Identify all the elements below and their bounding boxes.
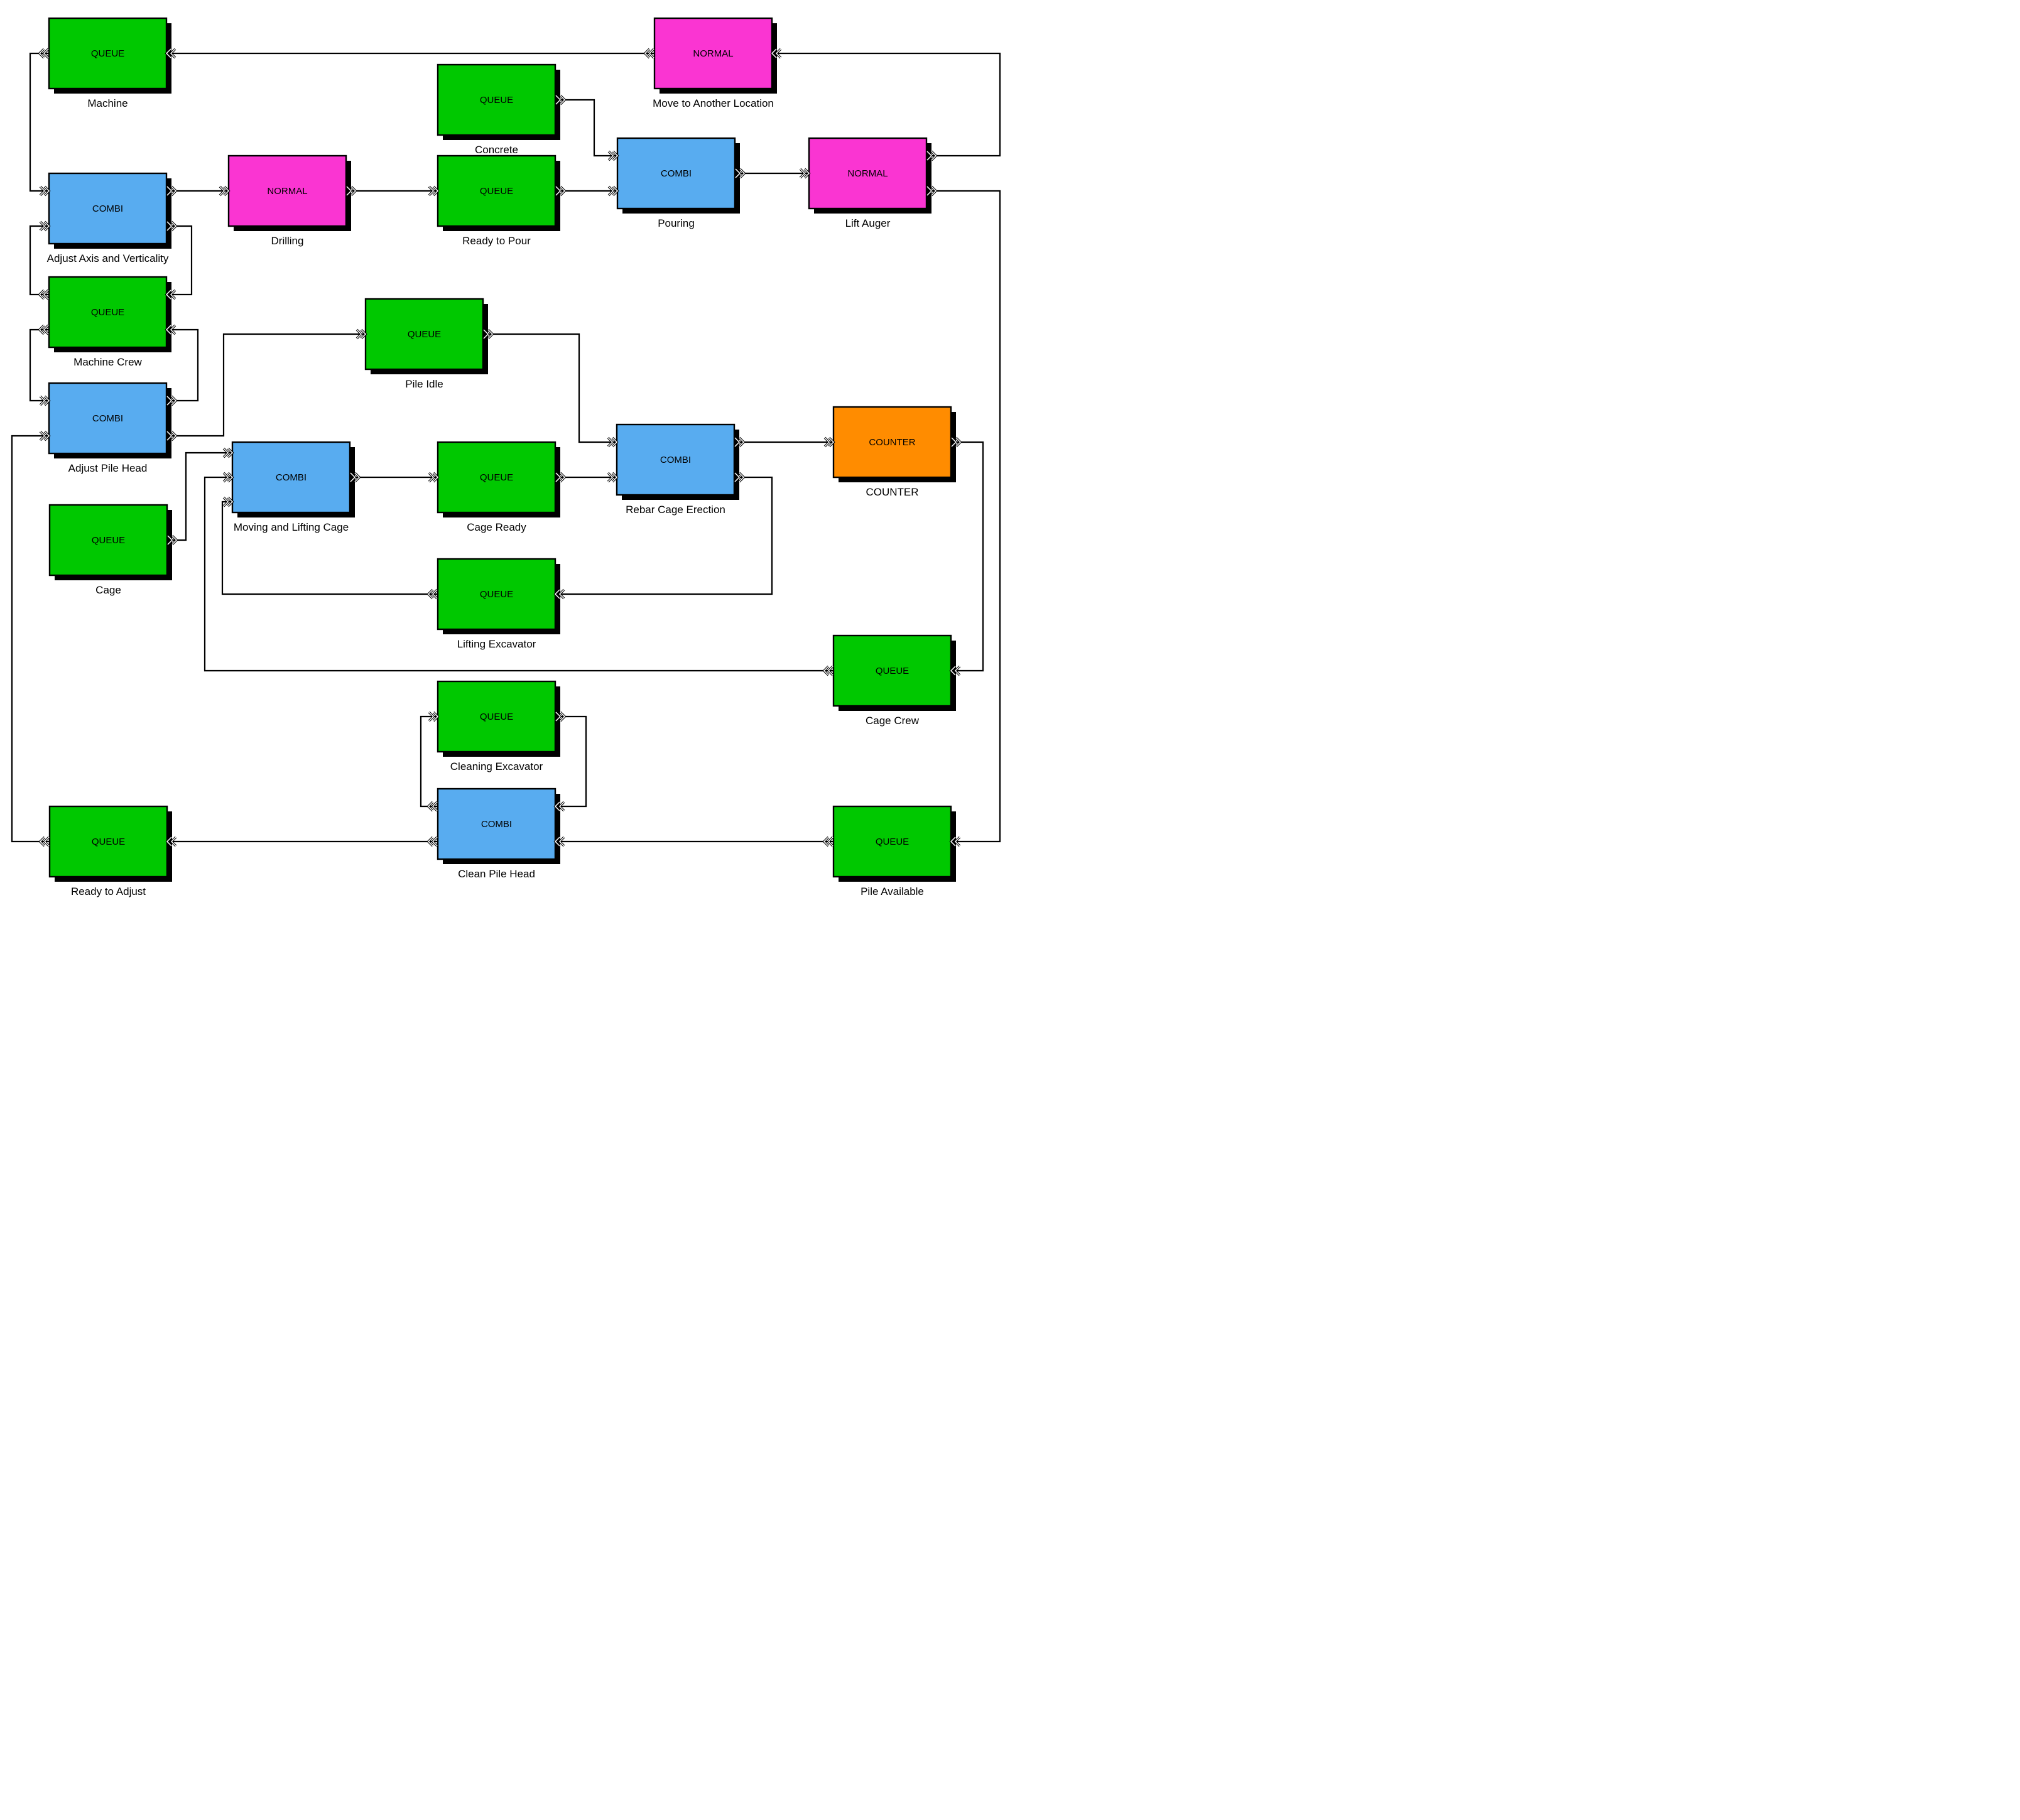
label-lifting-excavator: Lifting Excavator <box>457 638 536 650</box>
label-cage: Cage <box>95 584 121 596</box>
label-rebar-cage-erection: Rebar Cage Erection <box>626 504 725 516</box>
svg-text:COUNTER: COUNTER <box>869 437 915 448</box>
label-cage-crew: Cage Crew <box>866 715 920 727</box>
label-pouring: Pouring <box>658 217 695 229</box>
label-adjust-pile-head: Adjust Pile Head <box>68 462 148 474</box>
svg-text:QUEUE: QUEUE <box>480 712 513 722</box>
svg-text:COMBI: COMBI <box>660 455 691 465</box>
node-drilling[interactable]: NORMAL <box>227 154 351 231</box>
edge-ready-to-adjust-adjust-pile-head <box>11 430 51 847</box>
label-cage-ready: Cage Ready <box>467 521 526 533</box>
edge-adjust-axis-machine-crew <box>165 220 193 300</box>
edge-counter-cage-crew <box>949 436 984 676</box>
node-pile-idle[interactable]: QUEUE <box>364 298 488 374</box>
svg-text:QUEUE: QUEUE <box>480 589 513 600</box>
label-move-to-another-location: Move to Another Location <box>653 97 774 109</box>
edge-concrete-pouring <box>555 94 619 161</box>
svg-text:COMBI: COMBI <box>276 472 307 483</box>
svg-text:NORMAL: NORMAL <box>693 48 733 59</box>
svg-text:NORMAL: NORMAL <box>847 168 888 179</box>
label-pile-available: Pile Available <box>861 886 924 897</box>
node-rebar-cage-erection[interactable]: COMBI <box>616 423 739 500</box>
svg-text:NORMAL: NORMAL <box>267 186 307 197</box>
label-ready-to-pour: Ready to Pour <box>462 235 531 247</box>
node-machine[interactable]: QUEUE <box>48 17 171 94</box>
label-clean-pile-head: Clean Pile Head <box>458 868 535 880</box>
node-concrete[interactable]: QUEUE <box>437 63 560 140</box>
svg-text:QUEUE: QUEUE <box>92 837 125 847</box>
node-pouring[interactable]: COMBI <box>616 137 740 214</box>
node-move-to-another-location[interactable]: NORMAL <box>653 17 777 94</box>
edge-machine-adjust-axis <box>29 48 51 197</box>
label-adjust-axis: Adjust Axis and Verticality <box>47 252 169 264</box>
label-pile-idle: Pile Idle <box>405 378 443 390</box>
node-clean-pile-head[interactable]: COMBI <box>437 788 560 864</box>
label-machine-crew: Machine Crew <box>73 356 142 368</box>
node-cage[interactable]: QUEUE <box>48 504 172 580</box>
svg-text:QUEUE: QUEUE <box>480 472 513 483</box>
svg-text:QUEUE: QUEUE <box>876 837 909 847</box>
edge-lifting-excavator-moving-and-lifting-cage <box>221 496 438 600</box>
svg-text:QUEUE: QUEUE <box>408 329 441 340</box>
node-cage-crew[interactable]: QUEUE <box>832 634 956 711</box>
label-lift-auger: Lift Auger <box>845 217 891 229</box>
node-adjust-axis-and-verticality[interactable]: COMBI <box>48 172 171 249</box>
cyclone-network-diagram: QUEUE NORMAL QUEUE NORMAL QUEUE COMBI NO… <box>11 17 1001 897</box>
node-moving-and-lifting-cage[interactable]: COMBI <box>231 441 355 517</box>
node-pile-available[interactable]: QUEUE <box>832 805 956 882</box>
svg-text:COMBI: COMBI <box>92 203 123 214</box>
node-lifting-excavator[interactable]: QUEUE <box>437 558 560 634</box>
svg-text:COMBI: COMBI <box>92 413 123 424</box>
node-cage-ready[interactable]: QUEUE <box>437 441 560 517</box>
label-cleaning-excavator: Cleaning Excavator <box>450 761 543 772</box>
edge-cage-crew-moving-and-lifting-cage <box>204 472 834 676</box>
node-machine-crew[interactable]: QUEUE <box>48 276 171 352</box>
edge-rebar-cage-erection-lifting-excavator <box>553 472 773 600</box>
edge-clean-pile-head-cleaning-excavator <box>420 711 440 812</box>
label-concrete: Concrete <box>475 144 518 156</box>
edge-cleaning-excavator-clean-pile-head <box>553 711 587 812</box>
edge-cage-moving-and-lifting-cage <box>166 447 234 546</box>
edge-lift-auger-move-to-another-location <box>770 48 1001 161</box>
edge-lift-auger-pile-available <box>926 185 1001 847</box>
edge-machine-crew-adjust-axis <box>29 220 51 300</box>
label-moving-and-lifting-cage: Moving and Lifting Cage <box>234 521 349 533</box>
svg-text:COMBI: COMBI <box>481 819 512 830</box>
node-ready-to-pour[interactable]: QUEUE <box>437 154 560 231</box>
label-ready-to-adjust: Ready to Adjust <box>71 886 146 897</box>
node-cleaning-excavator[interactable]: QUEUE <box>437 680 560 757</box>
edge-pile-idle-rebar-cage-erection <box>482 328 619 448</box>
label-machine: Machine <box>87 97 128 109</box>
svg-text:QUEUE: QUEUE <box>480 95 513 106</box>
label-counter: COUNTER <box>866 486 918 498</box>
svg-text:QUEUE: QUEUE <box>876 666 909 676</box>
node-adjust-pile-head[interactable]: COMBI <box>48 382 171 458</box>
node-counter[interactable]: COUNTER <box>832 406 956 482</box>
svg-text:COMBI: COMBI <box>661 168 692 179</box>
svg-text:QUEUE: QUEUE <box>480 186 513 197</box>
edge-adjust-pile-head-pile-idle <box>166 328 367 441</box>
node-ready-to-adjust[interactable]: QUEUE <box>48 805 172 882</box>
svg-text:QUEUE: QUEUE <box>92 535 125 546</box>
svg-text:QUEUE: QUEUE <box>91 307 124 318</box>
label-drilling: Drilling <box>271 235 304 247</box>
svg-text:QUEUE: QUEUE <box>91 48 124 59</box>
edge-machine-crew-adjust-pile-head <box>29 324 51 406</box>
node-lift-auger[interactable]: NORMAL <box>808 137 931 214</box>
